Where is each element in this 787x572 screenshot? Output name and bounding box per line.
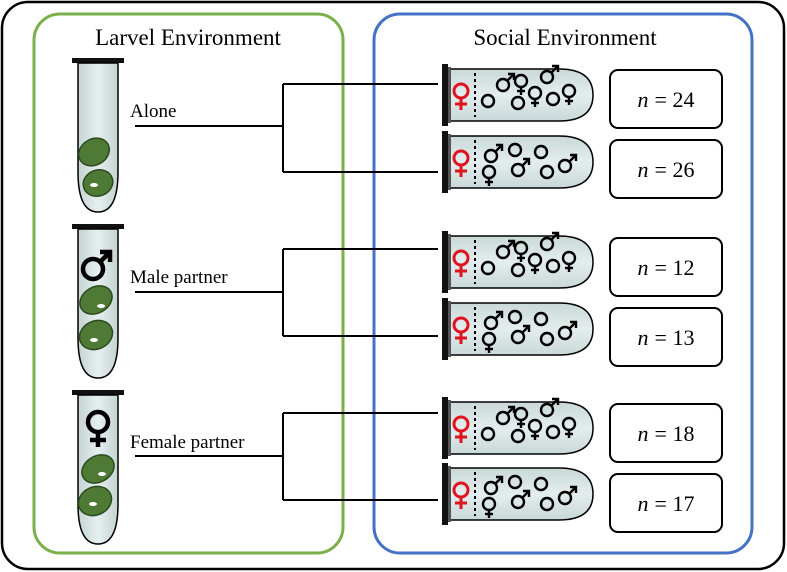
sample-n-label: n [638, 491, 649, 516]
sample-n-value: = 12 [655, 255, 695, 280]
connector-lines [135, 83, 438, 501]
sample-n-label: n [638, 255, 649, 280]
social-tube-1 [440, 62, 595, 128]
larval-tube-female [71, 389, 125, 545]
sample-box-3: n= 12 [609, 237, 723, 297]
social-tube-4 [440, 296, 595, 362]
svg-text:n= 13: n= 13 [638, 325, 695, 350]
larval-label-male: Male partner [130, 267, 228, 288]
sample-n-label: n [638, 325, 649, 350]
sample-n-label: n [638, 87, 649, 112]
sample-box-5: n= 18 [609, 403, 723, 463]
social-tube-5 [440, 395, 595, 461]
larval-environment-title: Larvel Environment [95, 25, 281, 50]
sample-box-2: n= 26 [609, 139, 723, 199]
sample-n-value: = 26 [655, 157, 695, 182]
social-tube-3 [440, 229, 595, 295]
sample-n-value: = 13 [655, 325, 695, 350]
male-symbol-icon [80, 249, 113, 282]
svg-text:n= 26: n= 26 [638, 157, 695, 182]
svg-text:n= 17: n= 17 [638, 491, 695, 516]
sample-n-label: n [638, 157, 649, 182]
sample-n-value: = 24 [655, 87, 695, 112]
social-environment-title: Social Environment [473, 25, 657, 50]
sample-n-value: = 17 [655, 491, 695, 516]
svg-text:n= 12: n= 12 [638, 255, 695, 280]
larval-label-alone: Alone [130, 101, 176, 122]
sample-n-value: = 18 [655, 421, 695, 446]
sample-box-1: n= 24 [609, 69, 723, 129]
sample-box-6: n= 17 [609, 473, 723, 533]
larval-tube-male [71, 223, 125, 379]
social-tube-6 [440, 461, 595, 527]
larval-label-female: Female partner [130, 432, 245, 453]
larval-tube-alone [71, 57, 125, 213]
svg-text:n= 24: n= 24 [638, 87, 695, 112]
larval-environment-panel [32, 12, 345, 555]
female-symbol-icon [85, 409, 111, 447]
social-tube-2 [440, 129, 595, 195]
svg-text:n= 18: n= 18 [638, 421, 695, 446]
social-environment-panel [372, 12, 754, 555]
sample-box-4: n= 13 [609, 307, 723, 367]
sample-n-label: n [638, 421, 649, 446]
